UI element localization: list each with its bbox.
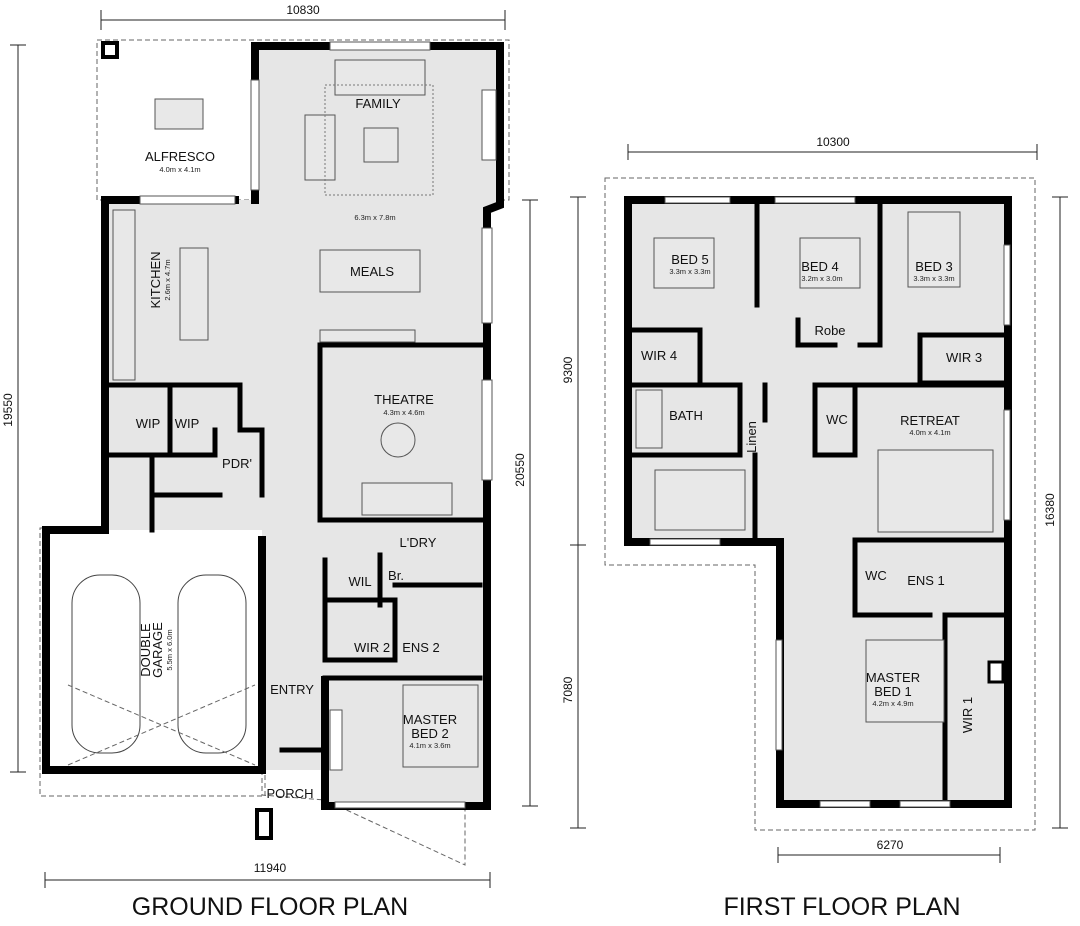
lounge	[877, 449, 994, 533]
room-label-wir-2: WIR 2	[354, 640, 390, 655]
dimension-lines	[10, 10, 538, 888]
armchair-sofa	[304, 114, 336, 181]
room-label-alfresco: ALFRESCO	[145, 149, 215, 164]
dimension-right: 16380	[1043, 493, 1057, 527]
room-size-bed-3: 3.3m x 3.3m	[913, 274, 954, 283]
ground-exterior-walls	[42, 42, 504, 810]
stairs	[654, 469, 746, 531]
room-label-linen: Linen	[744, 421, 759, 453]
column-icon	[101, 41, 119, 59]
room-label-wc-2: WC	[865, 568, 887, 583]
room-label-bed-3: BED 3	[915, 259, 953, 274]
room-label-wip: WIP	[136, 416, 161, 431]
room-size-bed-1: 4.2m x 4.9m	[872, 699, 913, 708]
dimension-bottom: 11940	[254, 861, 287, 875]
dimension-top: 10300	[816, 135, 850, 149]
ground-windows	[139, 41, 497, 809]
room-size-family: 6.3m x 7.8m	[354, 213, 395, 222]
dining-table	[319, 249, 421, 293]
letterbox-icon	[255, 808, 273, 840]
room-label-bath: BATH	[669, 408, 703, 423]
room-label-broom: Br.	[388, 568, 404, 583]
room-label-wc: WC	[826, 412, 848, 427]
bed	[907, 211, 961, 288]
room-label-wir-1: WIR 1	[960, 697, 975, 733]
room-size-kitchen: 2.6m x 4.7m	[163, 259, 172, 300]
bathtub	[635, 389, 663, 449]
dimension-left-upper: 9300	[561, 356, 575, 383]
room-size-theatre: 4.3m x 4.6m	[383, 408, 424, 417]
room-label-bed-2: BED 2	[411, 726, 449, 741]
ground-interior-walls	[107, 342, 490, 753]
dimension-lines	[570, 144, 1068, 863]
room-label-garage: GARAGE	[150, 622, 165, 678]
room-size-garage: 5.5m x 6.0m	[165, 629, 174, 670]
column-icon	[987, 660, 1005, 684]
room-label-master: MASTER	[866, 670, 920, 685]
ground-room-labels: ALFRESCO 4.0m x 4.1m FAMILY 6.3m x 7.8m …	[136, 96, 457, 801]
dimension-right: 20550	[513, 453, 527, 487]
coffee-table	[363, 127, 399, 163]
room-label-wir-4: WIR 4	[641, 348, 677, 363]
ground-floor-plan: 10830 19550 20550 11940	[1, 3, 538, 921]
room-size-bed-5: 3.3m x 3.3m	[669, 267, 710, 276]
room-label-entry: ENTRY	[270, 682, 314, 697]
bed	[865, 639, 945, 723]
room-label-wir-3: WIR 3	[946, 350, 982, 365]
room-label-ens-2: ENS 2	[402, 640, 440, 655]
room-label-family: FAMILY	[355, 96, 401, 111]
kitchen-bench	[112, 209, 136, 381]
dimension-left-lower: 7080	[561, 676, 575, 703]
kitchen-island	[179, 247, 209, 341]
bed	[402, 684, 479, 768]
room-size-retreat: 4.0m x 4.1m	[909, 428, 950, 437]
room-label-double: DOUBLE	[138, 623, 153, 677]
room-label-kitchen: KITCHEN	[148, 251, 163, 308]
ground-furniture	[67, 41, 479, 840]
ground-roof-outline	[604, 177, 1036, 831]
room-label-bed-4: BED 4	[801, 259, 839, 274]
dimension-bottom: 6270	[877, 838, 904, 852]
room-label-robe: Robe	[814, 323, 845, 338]
ground-floor-title: GROUND FLOOR PLAN	[132, 893, 408, 921]
first-room-labels: BED 5 3.3m x 3.3m BED 4 3.2m x 3.0m BED …	[641, 252, 982, 733]
ottoman	[380, 422, 416, 458]
room-size-bed-2: 4.1m x 3.6m	[409, 741, 450, 750]
first-windows	[649, 196, 1011, 808]
room-label-wil: WIL	[348, 574, 371, 589]
theatre-sofa	[361, 482, 453, 516]
tv-unit	[319, 329, 416, 343]
room-label-meals: MEALS	[350, 264, 394, 279]
room-label-bed-1: BED 1	[874, 684, 912, 699]
room-label-theatre: THEATRE	[374, 392, 434, 407]
room-label-porch: PORCH	[267, 786, 314, 801]
room-label-wip-2: WIP	[175, 416, 200, 431]
first-furniture	[635, 211, 1005, 723]
car-icon	[177, 574, 247, 754]
rug	[324, 84, 434, 196]
bed	[799, 237, 861, 289]
ground-floor-area	[105, 50, 497, 805]
room-size-bed-4: 3.2m x 3.0m	[801, 274, 842, 283]
first-floor-plan: 10300 9300 7080 16380 6270	[561, 135, 1068, 921]
bed	[653, 237, 715, 289]
room-label-bed-5: BED 5	[671, 252, 709, 267]
room-label-ens-1: ENS 1	[907, 573, 945, 588]
car-icon	[71, 574, 141, 754]
room-label-powder: PDR'	[222, 456, 252, 471]
room-size-alfresco: 4.0m x 4.1m	[159, 165, 200, 174]
first-floor-title: FIRST FLOOR PLAN	[723, 893, 960, 921]
dimension-left: 19550	[1, 393, 15, 427]
first-exterior-walls	[624, 196, 1012, 808]
room-label-laundry: L'DRY	[400, 535, 437, 550]
first-interior-walls	[627, 199, 1009, 807]
room-label-retreat: RETREAT	[900, 413, 960, 428]
sofa	[334, 59, 426, 96]
dimension-top: 10830	[286, 3, 320, 17]
outdoor-table	[154, 98, 204, 130]
room-label-master: MASTER	[403, 712, 457, 727]
